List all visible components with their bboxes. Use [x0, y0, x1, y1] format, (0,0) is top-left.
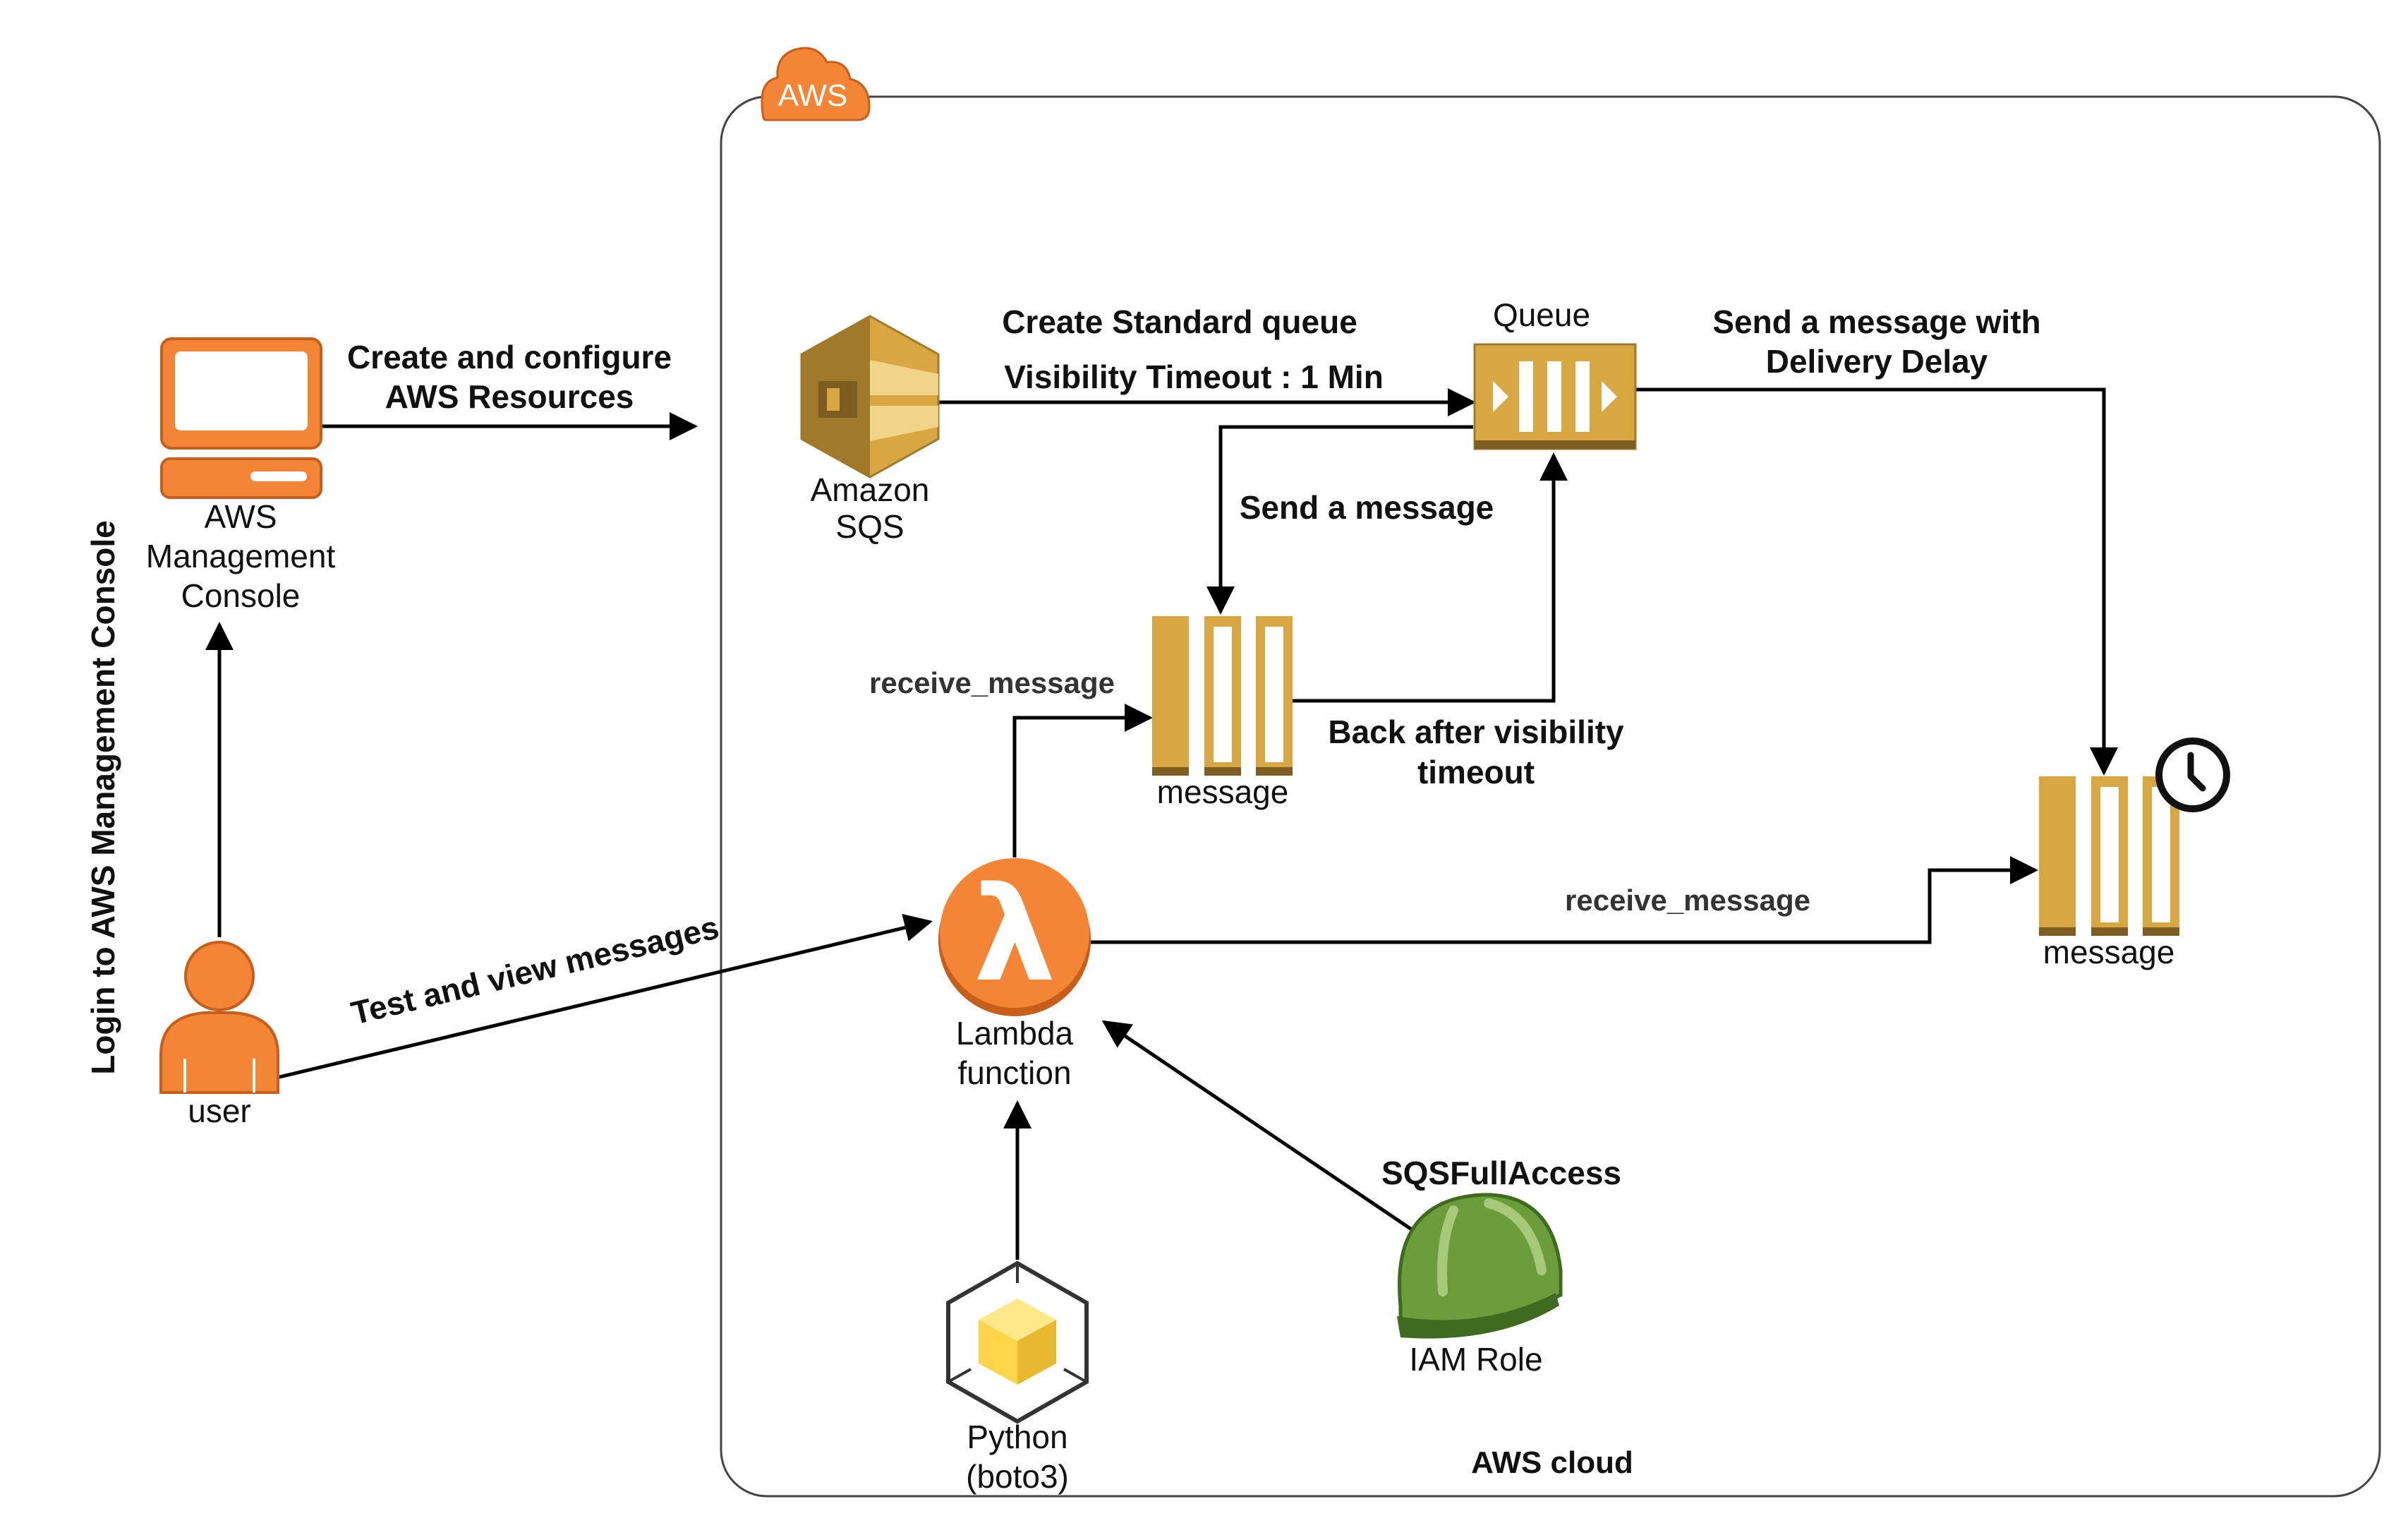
node-python: Python (boto3) — [946, 1260, 1089, 1495]
node-iam-label: IAM Role — [1409, 1341, 1542, 1378]
aws-cloud-label: AWS cloud — [1471, 1445, 1633, 1480]
node-sqs-label-1: Amazon — [811, 471, 930, 508]
edge-iam-lambda — [1101, 1020, 1427, 1241]
edge-back-visibility — [1293, 452, 1568, 703]
node-lambda-label-2: function — [957, 1054, 1071, 1091]
edge-label-send-message: Send a message — [1240, 489, 1494, 526]
edge-receive-1 — [1012, 704, 1153, 857]
node-console-label-1: AWS — [204, 498, 277, 535]
node-console-label-2: Management — [146, 538, 336, 574]
node-sqs-label-2: SQS — [835, 508, 904, 545]
aws-cloud-badge-text: AWS — [778, 78, 848, 113]
lambda-glyph: λ — [973, 858, 1055, 1011]
monitor-icon — [160, 337, 322, 499]
edge-label-create-configure-1: Create and configure — [347, 339, 672, 375]
node-sqs: Amazon SQS — [800, 315, 940, 545]
edge-label-create-queue-2: Visibility Timeout : 1 Min — [1004, 359, 1384, 395]
user-icon — [159, 941, 279, 1094]
node-message-delay: message — [2039, 738, 2230, 970]
edge-label-receive-1: receive_message — [869, 666, 1115, 699]
edge-label-send-delay-1: Send a message with — [1712, 303, 2040, 340]
edge-label-create-configure-2: AWS Resources — [385, 378, 634, 415]
node-message-visibility-label: message — [1157, 773, 1289, 810]
clock-icon — [2155, 738, 2230, 812]
edge-receive-2 — [1091, 856, 2038, 944]
node-lambda-label-1: Lambda — [956, 1015, 1074, 1052]
edge-label-back-visibility-2: timeout — [1417, 754, 1535, 790]
aws-cloud-border — [720, 95, 2381, 1498]
lambda-icon: λ — [938, 858, 1091, 1016]
message-icon — [1152, 616, 1293, 776]
message-icon — [2039, 776, 2179, 936]
edge-label-receive-2: receive_message — [1565, 884, 1810, 917]
node-lambda: λ Lambda function — [938, 858, 1091, 1091]
hardhat-icon — [1397, 1193, 1563, 1339]
node-console-label-3: Console — [181, 577, 301, 614]
node-message-visibility: message — [1152, 616, 1293, 810]
edge-test-view — [276, 913, 933, 1080]
queue-icon — [1473, 343, 1637, 450]
node-queue: Queue — [1473, 296, 1637, 450]
edge-label-back-visibility-1: Back after visibility — [1328, 714, 1624, 750]
node-console: AWS Management Console — [146, 337, 336, 614]
sqs-icon — [800, 315, 940, 478]
edge-label-test-view: Test and view messages — [348, 908, 722, 1031]
node-python-label-1: Python — [967, 1419, 1067, 1455]
edge-label-send-delay-2: Delivery Delay — [1766, 343, 1988, 380]
cube-icon — [946, 1260, 1089, 1424]
edge-label-create-queue-1: Create Standard queue — [1002, 303, 1357, 340]
node-python-label-2: (boto3) — [966, 1458, 1069, 1495]
node-iam: IAM Role — [1397, 1193, 1563, 1378]
aws-cloud-badge-icon: AWS — [761, 47, 871, 121]
node-user: user — [159, 941, 279, 1129]
edge-label-sqs-full-access: SQSFullAccess — [1381, 1155, 1621, 1191]
edge-label-login: Login to AWS Management Console — [85, 520, 121, 1074]
node-message-delay-label: message — [2043, 934, 2175, 970]
aws-cloud-group: AWS AWS cloud — [720, 47, 2381, 1498]
node-user-label: user — [188, 1092, 250, 1129]
node-queue-label: Queue — [1493, 296, 1590, 333]
edge-send-delay — [1633, 387, 2118, 776]
edge-send-message — [1206, 425, 1473, 615]
